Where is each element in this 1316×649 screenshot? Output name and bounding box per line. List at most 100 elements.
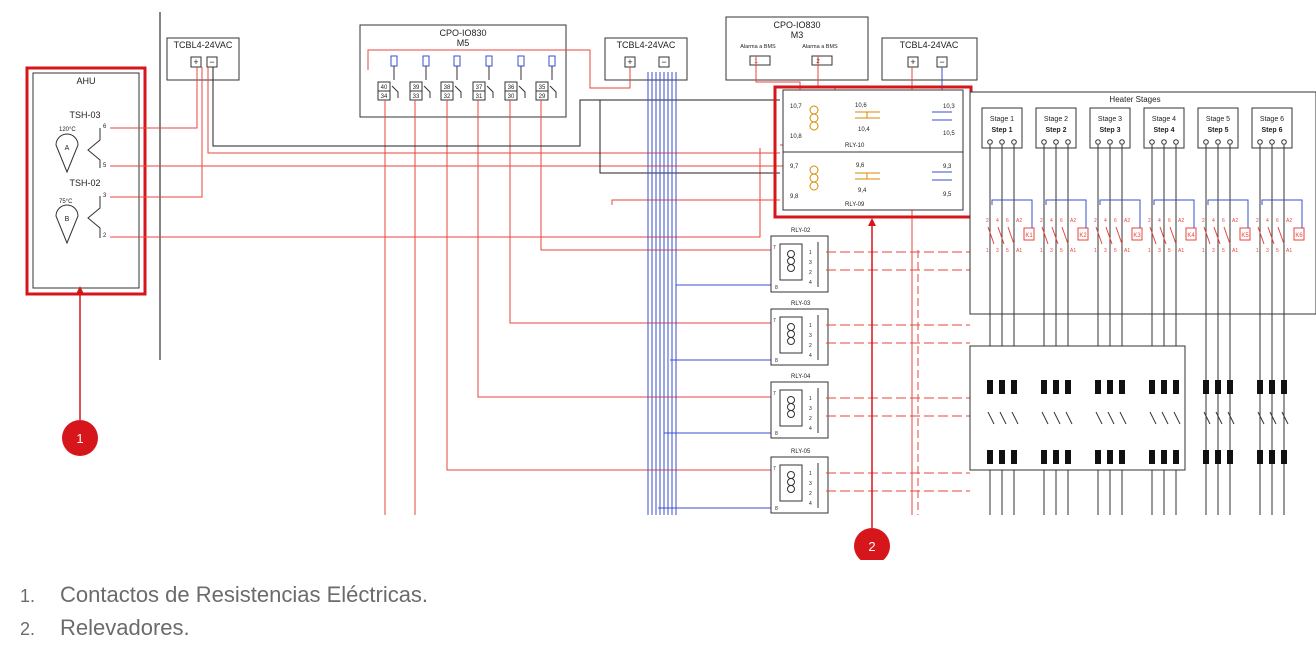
rly10-b: 10,8 <box>790 134 802 140</box>
contactor-label: K5 <box>1241 233 1249 239</box>
rly09-e: 9,3 <box>943 164 952 170</box>
m5-led <box>453 55 461 67</box>
relay-pin: 4 <box>809 280 812 286</box>
relay-pin: 2 <box>809 270 812 276</box>
contact-top: 2 <box>1040 218 1043 224</box>
contact-bot: 1 <box>1094 248 1097 254</box>
relay-pin: 3 <box>809 481 812 487</box>
relay-pin: 1 <box>809 471 812 477</box>
contact-bot: 3 <box>1158 248 1161 254</box>
relay-pin: 1 <box>809 250 812 256</box>
contactor-label: K4 <box>1187 233 1195 239</box>
contact-bot: A1 <box>1232 248 1238 254</box>
m5-led <box>422 55 430 67</box>
contact-top: A2 <box>1016 218 1022 224</box>
stage-line2: Step 1 <box>991 127 1012 134</box>
black-wires <box>212 67 780 174</box>
relay-pin: 1 <box>809 396 812 402</box>
rly09-b: 9,8 <box>790 194 799 200</box>
contact-top: 6 <box>1006 218 1009 224</box>
relay-pin: 7 <box>773 391 776 397</box>
rly09-d: 9,4 <box>858 188 867 194</box>
relay-name: RLY-04 <box>791 374 811 380</box>
stage-line1: Stage 6 <box>1260 116 1284 123</box>
caption-1-text: Contactos de Resistencias Eléctricas. <box>60 582 429 607</box>
relay-pin: 8 <box>775 431 778 437</box>
relay-pin: 4 <box>809 501 812 507</box>
contactor-label: K6 <box>1295 233 1303 239</box>
ahu-title: AHU <box>76 76 95 86</box>
relay-rly10: 10,7 10,8 10,6 10,4 10,3 10,5 RLY-10 <box>790 103 955 149</box>
m5-terminal-bot: 32 <box>444 94 451 100</box>
heater-title: Heater Stages <box>1109 95 1160 104</box>
contact-top: A2 <box>1124 218 1130 224</box>
relay-name: RLY-03 <box>791 301 811 307</box>
m5-terminal-bot: 31 <box>476 94 483 100</box>
relay-pin: 4 <box>809 426 812 432</box>
stage-line2: Step 2 <box>1045 127 1066 134</box>
contact-bot: 5 <box>1276 248 1279 254</box>
contact-top: 2 <box>1256 218 1259 224</box>
contact-top: 2 <box>1148 218 1151 224</box>
contact-top: A2 <box>1070 218 1076 224</box>
rly09-c: 9,6 <box>856 163 865 169</box>
contact-bot: 5 <box>1006 248 1009 254</box>
tsh02-letter: B <box>65 216 70 223</box>
contact-bot: 1 <box>1040 248 1043 254</box>
rly10-e: 10,3 <box>943 104 955 110</box>
rly10-c: 10,6 <box>855 103 867 109</box>
blue-wires <box>647 67 943 515</box>
contactor-label: K2 <box>1079 233 1087 239</box>
tsh03-term-bot: 5 <box>103 163 107 169</box>
m5-terminal-top: 39 <box>413 85 420 91</box>
m5-led <box>548 55 556 67</box>
rly10-a: 10,7 <box>790 104 802 110</box>
caption-2-text: Relevadores. <box>60 615 190 640</box>
m5-title: CPO-IO830 <box>439 28 486 38</box>
supply-2-plus: + <box>627 57 632 67</box>
contact-top: 4 <box>1050 218 1053 224</box>
stage-line1: Stage 5 <box>1206 116 1230 123</box>
rly09-a: 9,7 <box>790 164 799 170</box>
caption-1-number: 1. <box>20 586 36 606</box>
rly09-f: 9,5 <box>943 192 952 198</box>
tsh02-temp: 75°C <box>59 199 73 205</box>
tsh03-letter: A <box>65 145 70 152</box>
stage-line1: Stage 2 <box>1044 116 1068 123</box>
rly10-f: 10,5 <box>943 131 955 137</box>
relay-pin: 7 <box>773 466 776 472</box>
supply-1: TCBL4-24VAC + − <box>166 37 240 81</box>
contact-bot: 5 <box>1114 248 1117 254</box>
m5-terminal-top: 40 <box>381 85 388 91</box>
relay-pin: 3 <box>809 406 812 412</box>
m3-title: CPO-IO830 <box>773 20 820 30</box>
contactor-label: K1 <box>1025 233 1033 239</box>
wiring-diagram: AHU TSH-03 120°C A 6 5 TSH-02 75°C B 3 2… <box>25 12 1316 560</box>
ahu-red-wires <box>110 49 919 515</box>
m5-terminal-top: 37 <box>476 85 483 91</box>
relay-pin: 7 <box>773 245 776 251</box>
relay-name: RLY-02 <box>791 228 811 234</box>
stage-line1: Stage 1 <box>990 116 1014 123</box>
callout-2: 2 <box>854 218 890 560</box>
relay-pin: 1 <box>809 323 812 329</box>
contact-top: 4 <box>1266 218 1269 224</box>
m5-led <box>485 55 493 67</box>
contact-bot: A1 <box>1016 248 1022 254</box>
contactor-label: K3 <box>1133 233 1141 239</box>
contact-top: 6 <box>1114 218 1117 224</box>
ahu-panel: AHU TSH-03 120°C A 6 5 TSH-02 75°C B 3 2 <box>32 72 140 289</box>
m3-subtitle: M3 <box>791 30 804 40</box>
supply-2-minus: − <box>661 57 666 67</box>
contact-bot: A1 <box>1070 248 1076 254</box>
m5-led <box>390 55 398 67</box>
supply-2-label: TCBL4-24VAC <box>617 40 676 50</box>
m5-subtitle: M5 <box>457 38 470 48</box>
contact-top: 2 <box>1202 218 1205 224</box>
contact-top: A2 <box>1232 218 1238 224</box>
contact-top: 4 <box>1104 218 1107 224</box>
m3-module: CPO-IO830 M3 Alarma a BMS Alarma a BMS 1… <box>725 16 869 81</box>
contact-top: 4 <box>1158 218 1161 224</box>
